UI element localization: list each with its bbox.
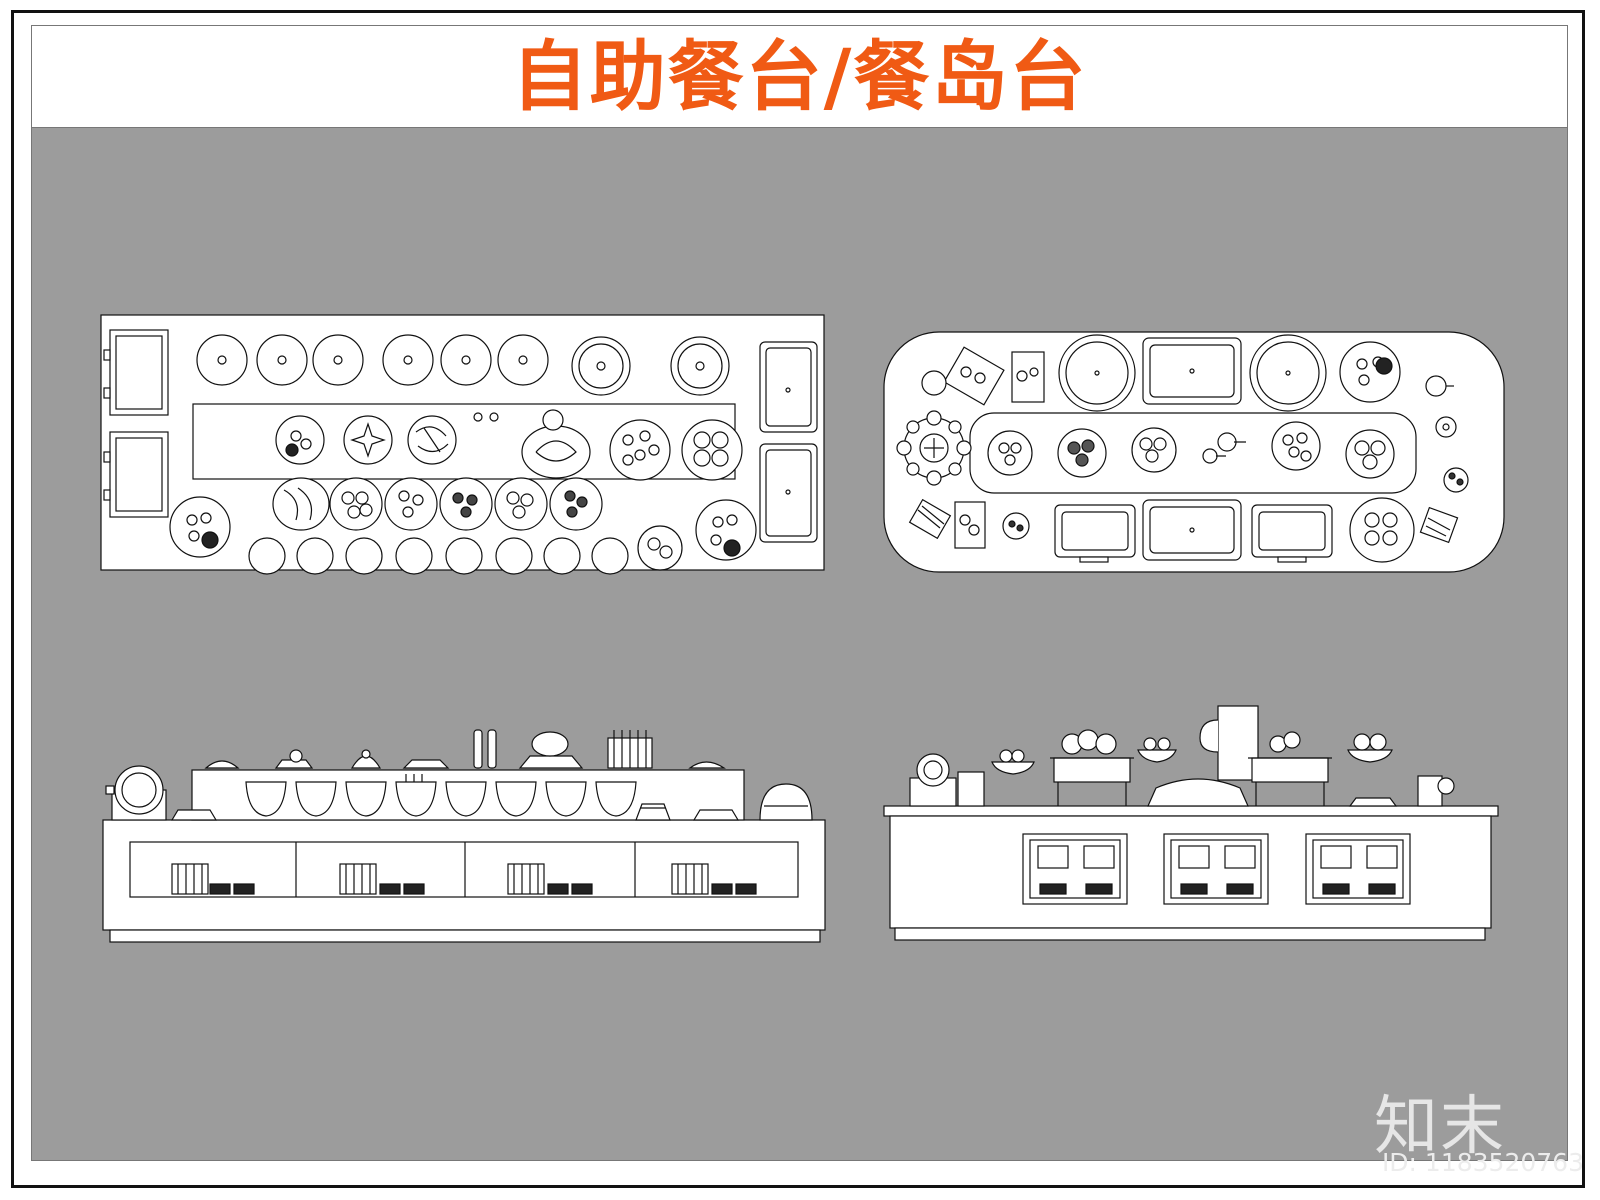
dessert-plates	[169, 496, 757, 571]
island-counter-top	[883, 805, 1499, 817]
image-id-label: ID: 1183520763	[1381, 1148, 1584, 1177]
cabinet-items	[171, 863, 757, 895]
counter-base	[109, 929, 821, 943]
buffet-island-plan	[883, 331, 1505, 573]
top-display-items	[204, 729, 726, 769]
island-top-items	[909, 705, 1455, 807]
drawing-canvas	[31, 127, 1568, 1161]
plate-row-top	[196, 334, 549, 386]
counter-top-ends	[105, 765, 813, 821]
island-counter-base	[894, 927, 1486, 941]
title-band: 自助餐台/餐岛台	[31, 25, 1568, 128]
bowls-elevation	[245, 774, 637, 817]
buffet-table-elevation	[102, 729, 826, 943]
dish-row-lower	[272, 477, 603, 531]
island-top-row	[921, 334, 1454, 412]
island-bottom-row	[908, 497, 1459, 563]
buffet-table-plan	[100, 314, 825, 575]
buffet-island-elevation	[883, 705, 1499, 941]
riser-dishes	[275, 409, 743, 481]
island-riser-dishes	[987, 416, 1469, 493]
food-pans-right	[759, 341, 818, 543]
watermark-logo: 知末	[1374, 1090, 1506, 1164]
chafing-dish-left-bottom	[103, 431, 169, 518]
island-left-end	[896, 410, 972, 486]
chafing-dish-left-top	[103, 329, 169, 416]
page-title: 自助餐台/餐岛台	[511, 31, 1088, 121]
island-cabinets	[1022, 833, 1411, 905]
soup-pots	[571, 336, 730, 396]
stools	[248, 537, 629, 575]
